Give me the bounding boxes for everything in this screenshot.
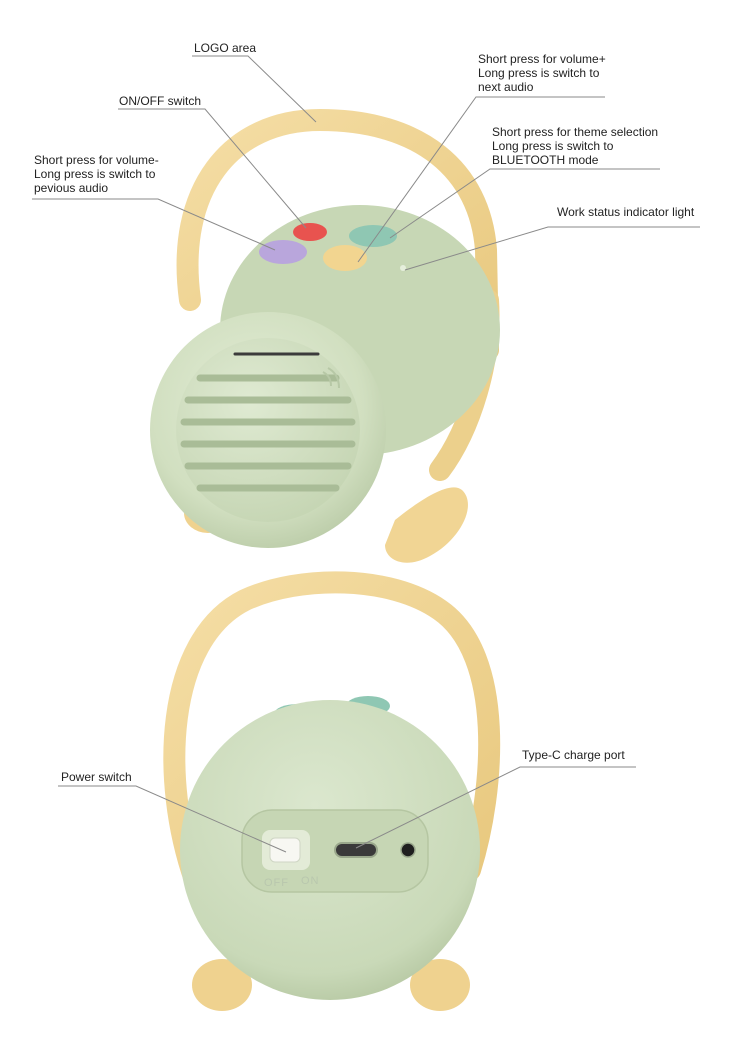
leader-power-switch — [58, 785, 287, 853]
volume-up-button[interactable] — [323, 245, 367, 271]
callout-power-switch: Power switch — [61, 770, 132, 784]
callout-volume-down: Short press for volume- Long press is sw… — [34, 153, 159, 195]
callout-theme: Short press for theme selection Long pre… — [492, 125, 659, 167]
callout-volume-up: Short press for volume+ Long press is sw… — [478, 52, 606, 94]
speaker-grille-icon — [180, 352, 356, 492]
leader-volume-up — [357, 96, 605, 263]
front-foot-right — [385, 487, 468, 563]
callout-logo-area: LOGO area — [194, 41, 257, 55]
slide-switch-icon[interactable] — [269, 837, 301, 863]
audio-jack-icon — [400, 842, 416, 858]
indicator-light — [400, 265, 406, 271]
theme-button[interactable] — [349, 225, 397, 247]
callout-indicator: Work status indicator light — [557, 205, 695, 219]
back-speaker: OFF ON — [163, 571, 501, 1011]
usb-c-port-icon[interactable] — [334, 842, 378, 858]
front-speaker — [150, 108, 500, 563]
back-handle — [163, 571, 501, 891]
leader-logo-area — [192, 55, 317, 123]
callout-on-off-switch: ON/OFF switch — [119, 94, 202, 108]
switch-off-marking: OFF — [264, 877, 289, 889]
callout-type-c: Type-C charge port — [522, 748, 625, 762]
leader-volume-down — [32, 198, 276, 251]
leader-indicator — [404, 226, 700, 271]
leader-lines — [32, 55, 700, 853]
leader-on-off — [118, 108, 307, 229]
volume-down-button[interactable] — [259, 240, 307, 264]
front-handle — [176, 108, 499, 361]
leader-theme — [389, 168, 660, 239]
on-off-button[interactable] — [293, 223, 327, 241]
logo-mark-icon — [322, 367, 340, 389]
switch-on-marking: ON — [301, 875, 320, 887]
back-foot-left — [192, 959, 252, 1011]
leader-type-c — [355, 766, 636, 849]
top-buttons — [259, 223, 406, 271]
front-face — [176, 338, 360, 522]
back-foot-right — [410, 959, 470, 1011]
